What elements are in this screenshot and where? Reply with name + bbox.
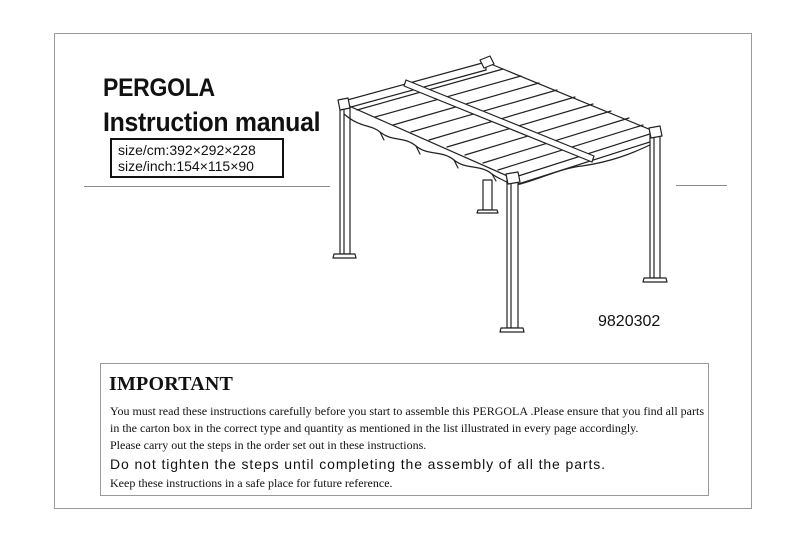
- size-spec-box: size/cm:392×292×228 size/inch:154×115×90: [110, 138, 284, 178]
- left-divider: [84, 186, 330, 187]
- notice-line-emphasis: Do not tighten the steps until completin…: [110, 456, 606, 472]
- important-heading: IMPORTANT: [109, 373, 234, 395]
- post-back-right: [476, 179, 499, 214]
- post-front-left: [499, 171, 525, 333]
- size-inch: size/inch:154×115×90: [118, 158, 254, 174]
- document-title: PERGOLA: [103, 74, 215, 102]
- notice-line: in the carton box in the correct type an…: [110, 421, 639, 435]
- post-back-left: [332, 103, 357, 259]
- canopy-fabric: [343, 113, 657, 187]
- notice-line: You must read these instructions careful…: [110, 404, 704, 418]
- important-notice: IMPORTANT You must read these instructio…: [100, 363, 709, 496]
- right-divider: [676, 185, 727, 186]
- document-subtitle: Instruction manual: [103, 107, 321, 137]
- size-cm: size/cm:392×292×228: [118, 142, 256, 158]
- page-frame: [54, 33, 752, 509]
- post-front-right: [642, 125, 668, 283]
- pergola-illustration: [332, 55, 668, 333]
- notice-line: Please carry out the steps in the order …: [110, 438, 427, 452]
- notice-line: Keep these instructions in a safe place …: [110, 476, 393, 490]
- model-number: 9820302: [598, 313, 661, 330]
- roof-frame: [339, 55, 657, 187]
